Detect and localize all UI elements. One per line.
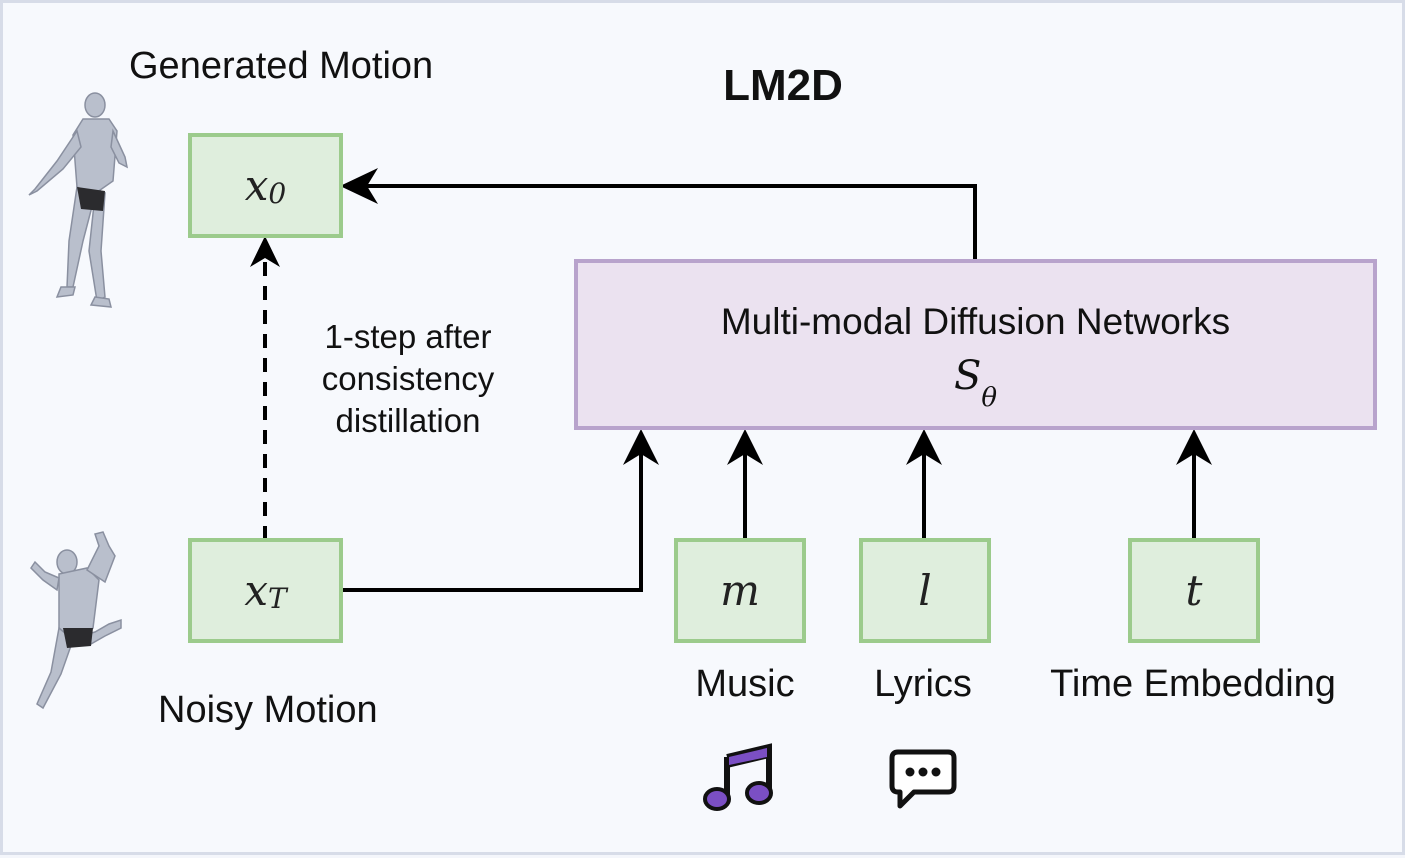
network-symbol: Sθ bbox=[953, 353, 998, 413]
music-label: Music bbox=[695, 663, 795, 705]
generated-motion-label: Generated Motion bbox=[129, 45, 434, 87]
net-arrowhead-l bbox=[906, 429, 942, 465]
diffusion-network-box: Multi-modal Diffusion Networks Sθ bbox=[574, 259, 1377, 430]
time-embedding-label: Time Embedding bbox=[1050, 663, 1336, 705]
x0-dashed-arrowhead bbox=[250, 236, 280, 267]
xT-to-network-arrow bbox=[342, 436, 643, 592]
music-note-icon bbox=[703, 743, 773, 811]
net-arrowhead-m bbox=[727, 429, 763, 465]
net-arrowhead-xT bbox=[623, 429, 659, 465]
diagram-title: LM2D bbox=[723, 61, 843, 110]
human-figure-icon bbox=[28, 92, 129, 308]
network-to-x0-arrow bbox=[348, 184, 977, 259]
time-box: t bbox=[1128, 538, 1260, 643]
network-name: Multi-modal Diffusion Networks bbox=[720, 301, 1231, 342]
noisy-motion-label: Noisy Motion bbox=[158, 689, 378, 731]
x0-arrowhead bbox=[340, 168, 378, 204]
lyrics-label: Lyrics bbox=[874, 663, 972, 705]
net-arrowhead-t bbox=[1176, 429, 1212, 465]
connector-layer bbox=[250, 168, 1212, 592]
distillation-label: 1-step after consistency distillation bbox=[321, 318, 495, 439]
speech-bubble-icon bbox=[889, 749, 957, 809]
human-figure-icon bbox=[30, 531, 122, 710]
music-box: m bbox=[674, 538, 806, 643]
lyrics-box: l bbox=[859, 538, 991, 643]
